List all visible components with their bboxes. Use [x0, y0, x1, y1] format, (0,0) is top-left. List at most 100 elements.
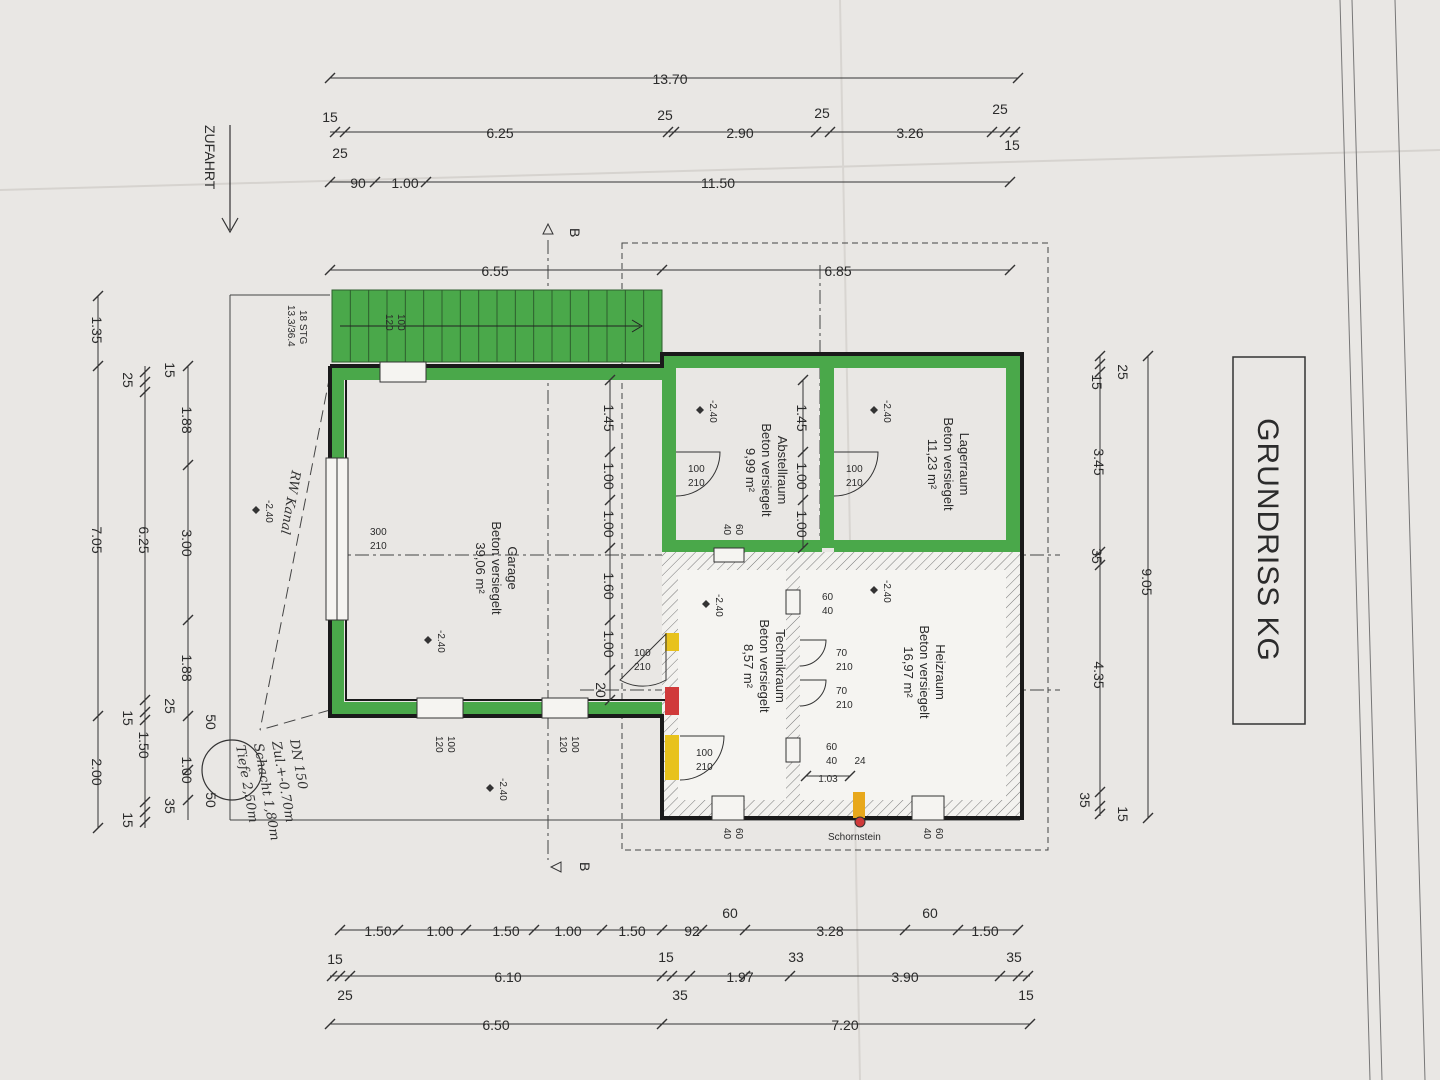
dimension-tick: [784, 970, 796, 982]
svg-text:Beton versiegelt: Beton versiegelt: [917, 625, 932, 719]
dimension-tick: [1004, 176, 1016, 188]
dimension-tick: [139, 376, 151, 388]
dimension-tick: [844, 770, 856, 782]
svg-text:120: 120: [383, 314, 394, 331]
dimension-tick: [324, 176, 336, 188]
dimension-tick: [1012, 924, 1024, 936]
svg-text:40: 40: [826, 756, 838, 767]
dimension-tick: [800, 770, 812, 782]
dimension-tick: [999, 126, 1011, 138]
svg-text:Beton versiegelt: Beton versiegelt: [941, 417, 956, 511]
dimension-label: 25: [814, 105, 830, 121]
dimension-label: 1.45: [601, 404, 617, 431]
svg-text:120: 120: [433, 736, 444, 753]
dimension-tick: [604, 664, 616, 676]
dimension-tick: [1094, 808, 1106, 820]
dimension-label: 1.00: [794, 510, 810, 537]
dimension-label: 20: [593, 682, 609, 698]
dimension-tick: [334, 970, 346, 982]
dimension-tick: [324, 72, 336, 84]
windows: [379, 361, 945, 821]
dimension-label: 1.50: [618, 923, 645, 939]
dimension-tick: [1094, 358, 1106, 370]
dimension-label: 1.88: [179, 654, 195, 681]
svg-text:210: 210: [634, 662, 651, 673]
dimension-label: 1.50: [492, 923, 519, 939]
dimension-tick: [182, 614, 194, 626]
dimension-label: 50: [203, 714, 219, 730]
dimension-label: 1.35: [89, 316, 105, 343]
dimension-label: 15: [322, 109, 338, 125]
dimension-tick: [326, 970, 338, 982]
dimension-label: 9.05: [1139, 568, 1155, 595]
dimension-label: 7.20: [831, 1017, 858, 1033]
dimension-tick: [797, 542, 809, 554]
svg-text:-2.40: -2.40: [263, 500, 274, 523]
svg-text:70: 70: [836, 648, 848, 659]
dimension-label: 6.50: [482, 1017, 509, 1033]
dimension-tick: [1094, 559, 1106, 571]
plan-title: GRUNDRISS KG: [1251, 418, 1284, 662]
dimension-tick: [1012, 970, 1024, 982]
svg-text:Garage: Garage: [505, 546, 520, 589]
dimension-tick: [604, 614, 616, 626]
svg-text:40: 40: [921, 828, 932, 840]
dimension-label: 11.50: [701, 175, 735, 191]
dimension-label: 6.10: [494, 969, 521, 985]
dimension-tick: [810, 126, 822, 138]
dimension-label: 1.03: [818, 774, 838, 785]
dimension-label: 60: [722, 905, 738, 921]
svg-text:100: 100: [634, 648, 651, 659]
dimension-tick: [1142, 350, 1154, 362]
dimension-tick: [324, 1018, 336, 1030]
dimension-label: 3.00: [179, 529, 195, 556]
dimension-tick: [656, 970, 668, 982]
dimension-tick: [392, 924, 404, 936]
dimension-tick: [92, 710, 104, 722]
dimension-tick: [668, 126, 680, 138]
dimension-label: 25: [337, 987, 353, 1003]
dimension-tick: [596, 924, 608, 936]
svg-text:-2.40: -2.40: [497, 778, 508, 801]
dimension-label: 2.90: [726, 125, 753, 141]
walls: [325, 352, 1024, 820]
stair-ratio: 13.3/36.4: [285, 305, 296, 347]
svg-text:210: 210: [370, 541, 387, 552]
dimension-tick: [182, 710, 194, 722]
dimension-tick: [604, 694, 616, 706]
dimension-tick: [1024, 1018, 1036, 1030]
dimension-tick: [656, 924, 668, 936]
dimension-tick: [952, 924, 964, 936]
dimension-tick: [92, 822, 104, 834]
dimension-tick: [739, 970, 751, 982]
svg-text:100: 100: [846, 464, 863, 475]
dimension-tick: [986, 126, 998, 138]
stair: 18 STG 13.3/36.4: [285, 289, 663, 363]
section-markers: B B: [542, 222, 593, 873]
room-lager: Lagerraum Beton versiegelt 11,23 m²: [925, 417, 972, 511]
svg-text:Technikraum: Technikraum: [773, 629, 788, 703]
dimension-label: 1.50: [136, 731, 152, 758]
dimension-label: 15: [162, 362, 178, 378]
dimension-label: 6.85: [824, 263, 851, 279]
dimension-tick: [656, 1018, 668, 1030]
dimension-label: 15: [658, 949, 674, 965]
dimension-tick: [139, 796, 151, 808]
room-technik: Technikraum Beton versiegelt 8,57 m²: [741, 619, 788, 713]
dimension-label: 50: [203, 792, 219, 808]
dimension-label: 1.60: [601, 572, 617, 599]
svg-text:-2.40: -2.40: [881, 580, 892, 603]
dimension-tick: [139, 694, 151, 706]
dimension-label: 1.00: [179, 756, 195, 783]
dimension-tick: [528, 924, 540, 936]
svg-text:40: 40: [721, 524, 732, 536]
dimension-label: 25: [992, 101, 1008, 117]
chimney: Schornstein: [828, 816, 881, 843]
svg-text:Beton versiegelt: Beton versiegelt: [759, 423, 774, 517]
dimension-tick: [334, 924, 346, 936]
svg-text:-2.40: -2.40: [713, 594, 724, 617]
svg-text:Beton versiegelt: Beton versiegelt: [489, 521, 504, 615]
svg-text:210: 210: [836, 662, 853, 673]
svg-text:Beton versiegelt: Beton versiegelt: [757, 619, 772, 713]
